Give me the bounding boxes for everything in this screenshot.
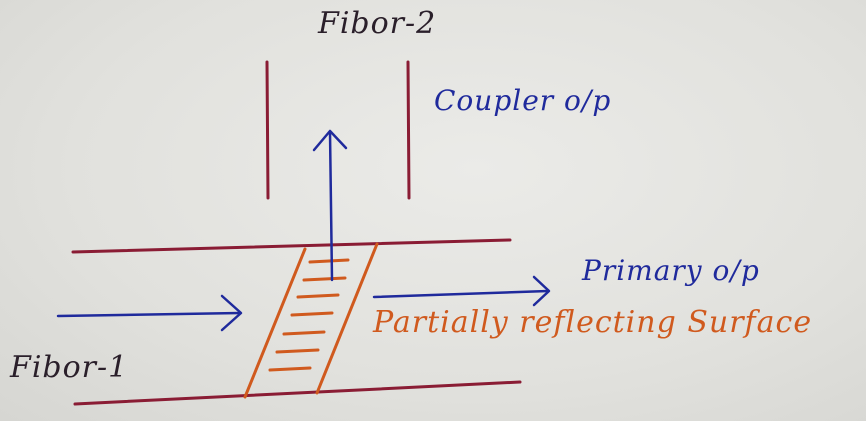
fiber1-label: Fibor-1 <box>10 350 129 385</box>
fiber2-left-wall <box>265 60 270 200</box>
fiber2-label: Fibor-2 <box>318 6 437 41</box>
fiber1-bottom-wall <box>73 380 522 406</box>
primary-output-arrow <box>372 275 551 307</box>
fiber1-top-wall <box>71 238 512 254</box>
partially-reflecting-surface <box>243 242 379 399</box>
input-arrow <box>56 294 243 332</box>
fiber2-right-wall <box>406 60 411 200</box>
coupler-output-label: Coupler o/p <box>434 84 612 117</box>
coupler-output-arrow <box>312 129 348 282</box>
primary-output-label: Primary o/p <box>582 254 760 287</box>
surface-label: Partially reflecting Surface <box>373 305 813 340</box>
